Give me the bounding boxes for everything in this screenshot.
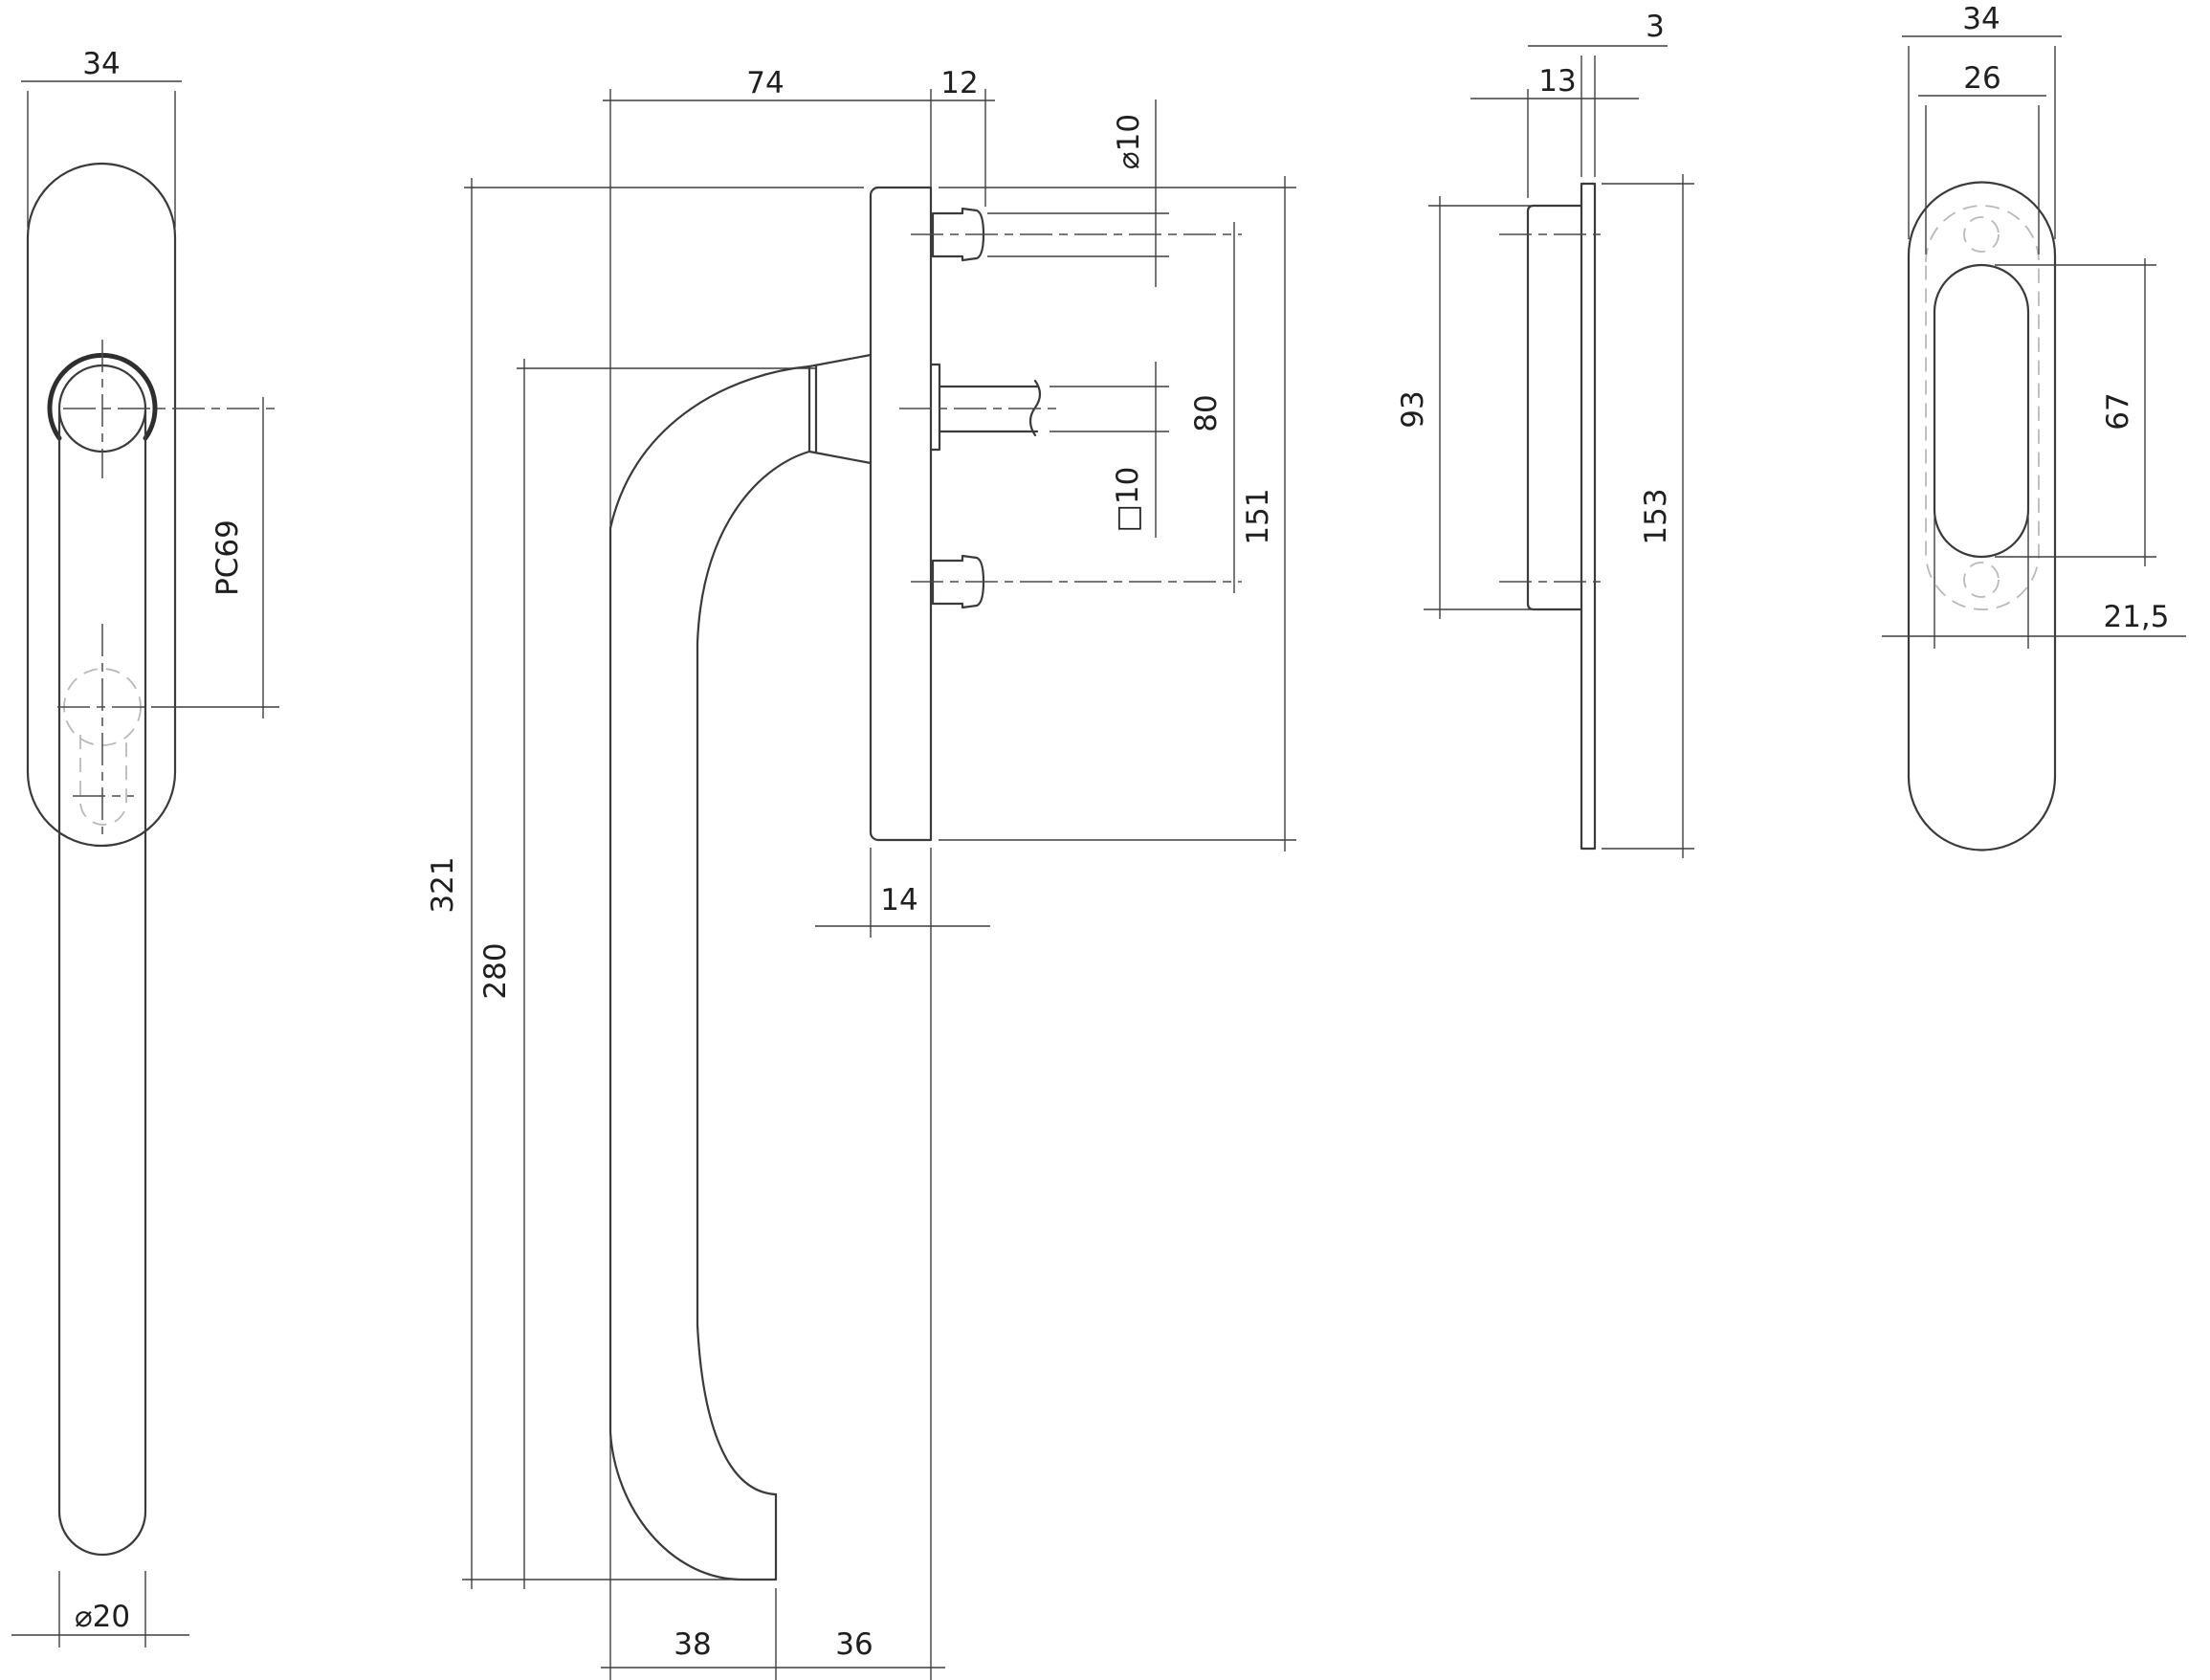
dim-label-recess-height: 67 <box>2101 392 2135 430</box>
tube-bottom-cap <box>57 1510 147 1557</box>
flush-cup-edge <box>1526 204 1583 611</box>
grip-bottom-outer <box>608 1430 778 1581</box>
dim-label-plate-thickness: 14 <box>880 883 917 917</box>
view-flush-pull-edge: 3 13 93 153 <box>1396 10 1694 858</box>
dim-label-screw-dia: ⌀10 <box>1112 114 1146 169</box>
dim-label-grip-height: 280 <box>478 942 513 999</box>
view-flush-pull-front: 34 26 67 21,5 <box>1882 2 2186 851</box>
flush-screw-hole-bottom <box>1963 562 2000 598</box>
dim-label-screw-cc: 80 <box>1189 394 1224 431</box>
dim-label-cup-width: 26 <box>1963 61 2000 96</box>
dim-label-recess-width: 21,5 <box>2103 600 2169 634</box>
dim-label-total-height: 321 <box>426 856 460 913</box>
handle-neck <box>807 353 873 465</box>
dim-label-bottom-offset1: 38 <box>674 1627 711 1662</box>
flush-plate-outline <box>1907 181 2057 851</box>
flush-recess-outline <box>1933 263 2030 559</box>
spindle-rod <box>938 379 1042 437</box>
flush-plate-edge <box>1580 182 1597 851</box>
dim-label-plate-width: 34 <box>82 47 120 81</box>
plate-outline <box>26 162 177 848</box>
flush-screw-hole-top <box>1963 216 2000 253</box>
handle-bend-outer <box>608 365 811 530</box>
view-pull-handle-front: 34 PC69 ⌀20 <box>11 47 279 1647</box>
dim-label-flush-plate-height: 153 <box>1639 488 1673 544</box>
spindle-collar <box>929 363 941 452</box>
grip-bottom-inner <box>696 1323 778 1496</box>
handle-bend-inner <box>696 450 811 645</box>
euro-cylinder-stem <box>79 735 127 826</box>
dim-label-flush-plate-width: 34 <box>1962 2 2000 36</box>
flush-cup-hidden-outline <box>1925 205 2040 610</box>
dim-label-plate-height: 151 <box>1241 488 1275 544</box>
view-pull-handle-side: 74 12 ⌀10 □10 80 151 14 321 280 38 36 <box>426 66 1296 1680</box>
dim-label-cylinder-cc: PC69 <box>210 519 245 596</box>
dim-label-spindle: □10 <box>1111 467 1145 533</box>
dim-label-cup-height: 93 <box>1396 390 1430 428</box>
dim-label-screw-len: 12 <box>940 66 978 100</box>
dim-label-cup-depth: 13 <box>1538 64 1576 99</box>
dim-label-offset: 74 <box>746 66 784 100</box>
dim-label-flush-plate-thickness: 3 <box>1646 10 1665 44</box>
plate-edge-outline <box>869 186 933 842</box>
dim-label-bottom-offset2: 36 <box>835 1627 873 1662</box>
dim-label-tube-dia: ⌀20 <box>75 1600 130 1634</box>
